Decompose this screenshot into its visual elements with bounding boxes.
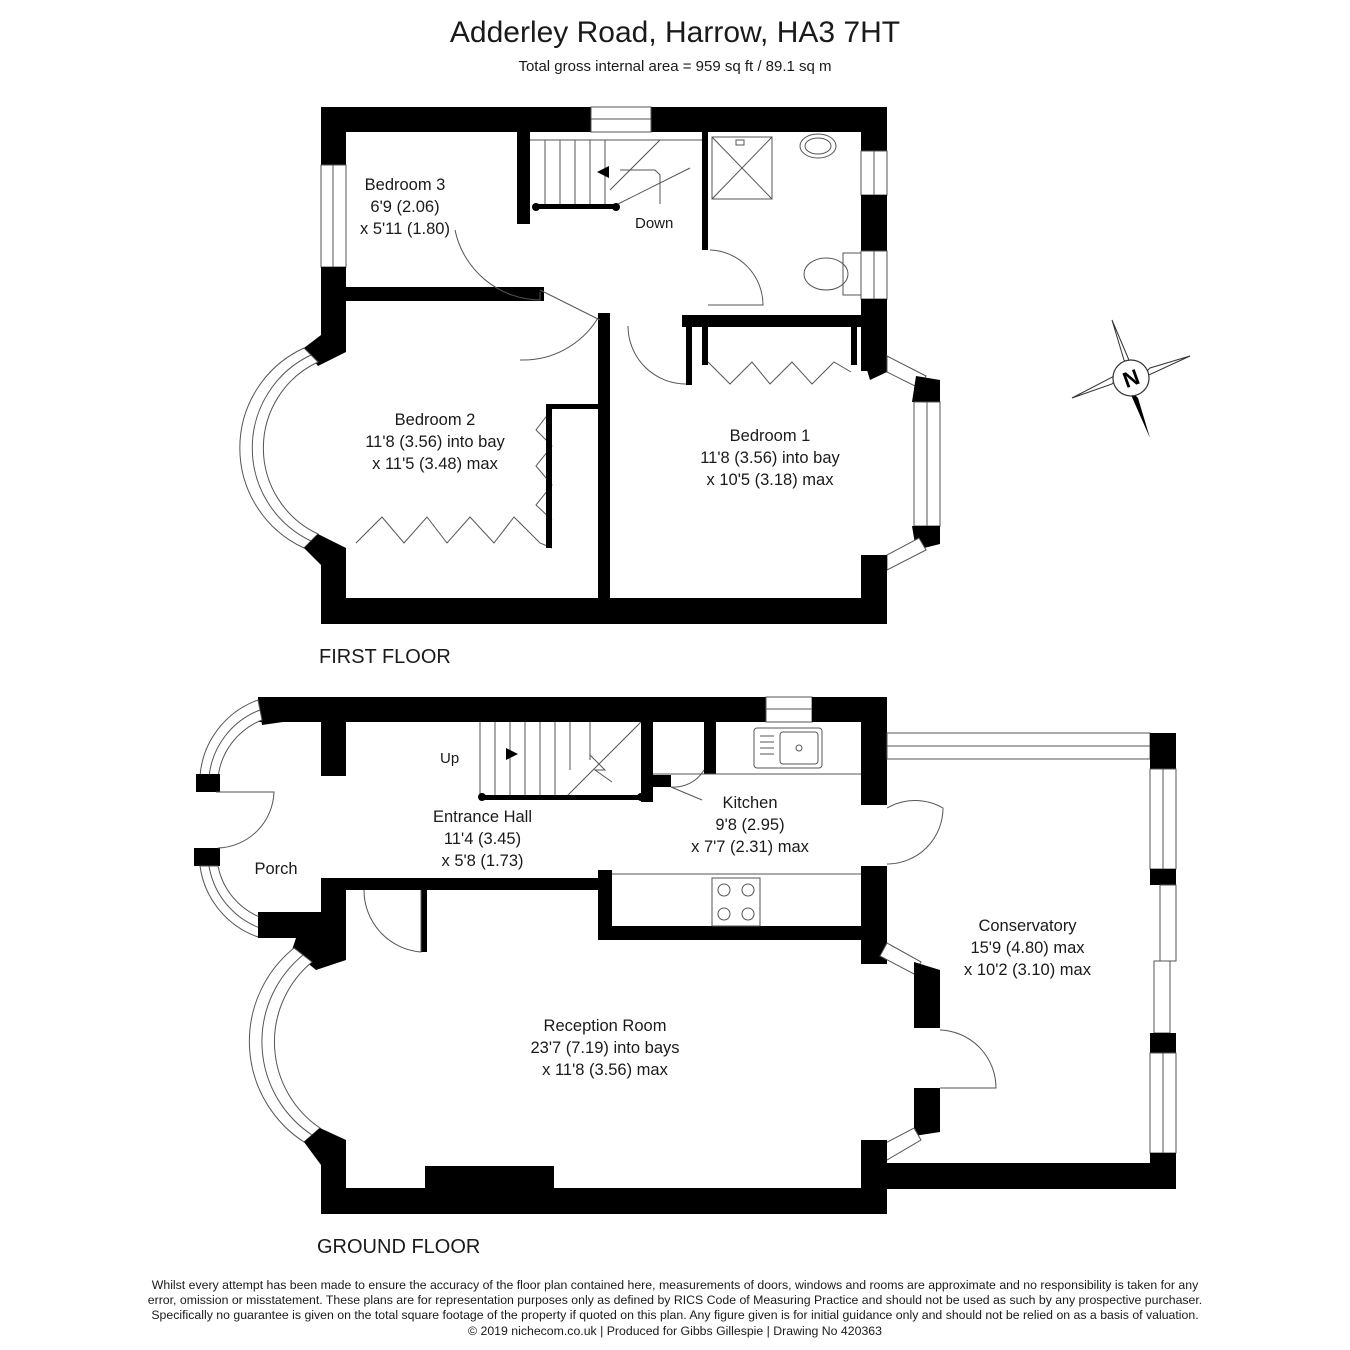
- room-dimension: x 10'2 (3.10) max: [964, 961, 1091, 979]
- room-conservatory: Conservatory 15'9 (4.80) max x 10'2 (3.1…: [930, 915, 1125, 981]
- room-porch: Porch: [236, 858, 316, 880]
- room-name: Bedroom 3: [364, 176, 446, 194]
- room-dimension: x 10'5 (3.18) max: [706, 471, 834, 489]
- staircase-first-floor: [530, 139, 702, 205]
- arrow-up-icon: [506, 748, 518, 760]
- first-floor-plan: [239, 106, 941, 624]
- room-dimension: 11'8 (3.56) into bay: [365, 433, 505, 451]
- room-dimension: x 11'8 (3.56) max: [542, 1061, 668, 1079]
- room-dimension: x 5'11 (1.80): [360, 220, 450, 238]
- room-bedroom-2: Bedroom 2 11'8 (3.56) into bay x 11'5 (3…: [330, 409, 540, 475]
- stair-up-label: Up: [440, 750, 460, 767]
- wash-basin: [799, 133, 837, 159]
- copyright-line: © 2019 nichecom.co.uk | Produced for Gib…: [468, 1323, 882, 1338]
- fireplace: [425, 1166, 554, 1190]
- room-name: Bedroom 2: [394, 411, 476, 429]
- disclaimer: Whilst every attempt has been made to en…: [20, 1278, 1330, 1339]
- room-reception-room: Reception Room 23'7 (7.19) into bays x 1…: [490, 1015, 720, 1081]
- room-bedroom-1: Bedroom 1 11'8 (3.56) into bay x 10'5 (3…: [660, 425, 880, 491]
- room-dimension: 11'8 (3.56) into bay: [700, 449, 840, 467]
- ground-floor-plan: [194, 696, 1177, 1214]
- first-floor-label: FIRST FLOOR: [319, 646, 451, 668]
- room-name: Bedroom 1: [729, 427, 811, 445]
- room-dimension: 23'7 (7.19) into bays: [530, 1039, 680, 1057]
- ground-floor-label: GROUND FLOOR: [317, 1236, 481, 1258]
- staircase-ground-floor: [478, 721, 645, 801]
- room-dimension: 11'4 (3.45): [443, 830, 522, 848]
- room-kitchen: Kitchen 9'8 (2.95) x 7'7 (2.31) max: [660, 792, 840, 858]
- disclaimer-line: Whilst every attempt has been made to en…: [151, 1278, 1199, 1292]
- room-dimension: 9'8 (2.95): [715, 816, 785, 834]
- room-dimension: 6'9 (2.06): [370, 198, 440, 216]
- kitchen-sink: [753, 727, 823, 769]
- room-dimension: x 5'8 (1.73): [441, 852, 524, 870]
- disclaimer-line: error, omission or misstatement. These p…: [147, 1293, 1203, 1308]
- room-name: Reception Room: [543, 1017, 667, 1035]
- room-name: Kitchen: [722, 794, 778, 812]
- room-bedroom-3: Bedroom 3 6'9 (2.06) x 5'11 (1.80): [330, 174, 480, 240]
- north-arrow-icon: [1071, 319, 1191, 438]
- arrow-down-icon: [597, 166, 609, 178]
- room-dimension: x 7'7 (2.31) max: [691, 838, 809, 856]
- stair-down-label: Down: [635, 215, 674, 232]
- disclaimer-line: Specifically no guarantee is given on th…: [151, 1308, 1199, 1323]
- room-name: Entrance Hall: [432, 808, 533, 826]
- toilet: [803, 252, 862, 296]
- room-dimension: x 11'5 (3.48) max: [372, 455, 498, 473]
- room-name: Porch: [254, 860, 298, 878]
- room-dimension: 15'9 (4.80) max: [970, 939, 1085, 957]
- plan-title: Adderley Road, Harrow, HA3 7HT: [449, 16, 901, 49]
- hob: [711, 877, 761, 927]
- shower-tray: [711, 136, 773, 200]
- total-area: Total gross internal area = 959 sq ft / …: [518, 58, 832, 75]
- room-entrance-hall: Entrance Hall 11'4 (3.45) x 5'8 (1.73): [400, 806, 565, 872]
- room-name: Conservatory: [978, 917, 1077, 935]
